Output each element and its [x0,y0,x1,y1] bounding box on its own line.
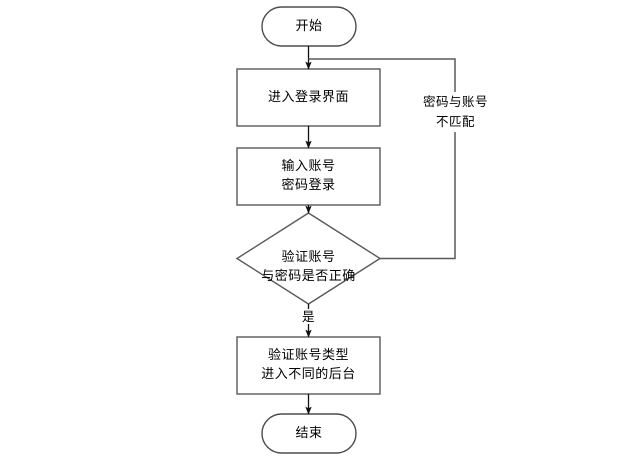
node-enter-login-shape[interactable] [236,68,381,127]
edge-label-yes-branch: 是 [293,309,324,324]
edge-label-mismatch: 密码与账号 不匹配 [406,92,505,132]
edge-verify-mismatch-loop [308,58,456,260]
node-verify-type-shape[interactable] [236,336,381,395]
node-input-credentials-shape[interactable] [236,147,381,206]
node-start-shape[interactable] [261,6,357,47]
node-verify-shape[interactable] [235,212,382,305]
node-end-shape[interactable] [261,413,357,454]
